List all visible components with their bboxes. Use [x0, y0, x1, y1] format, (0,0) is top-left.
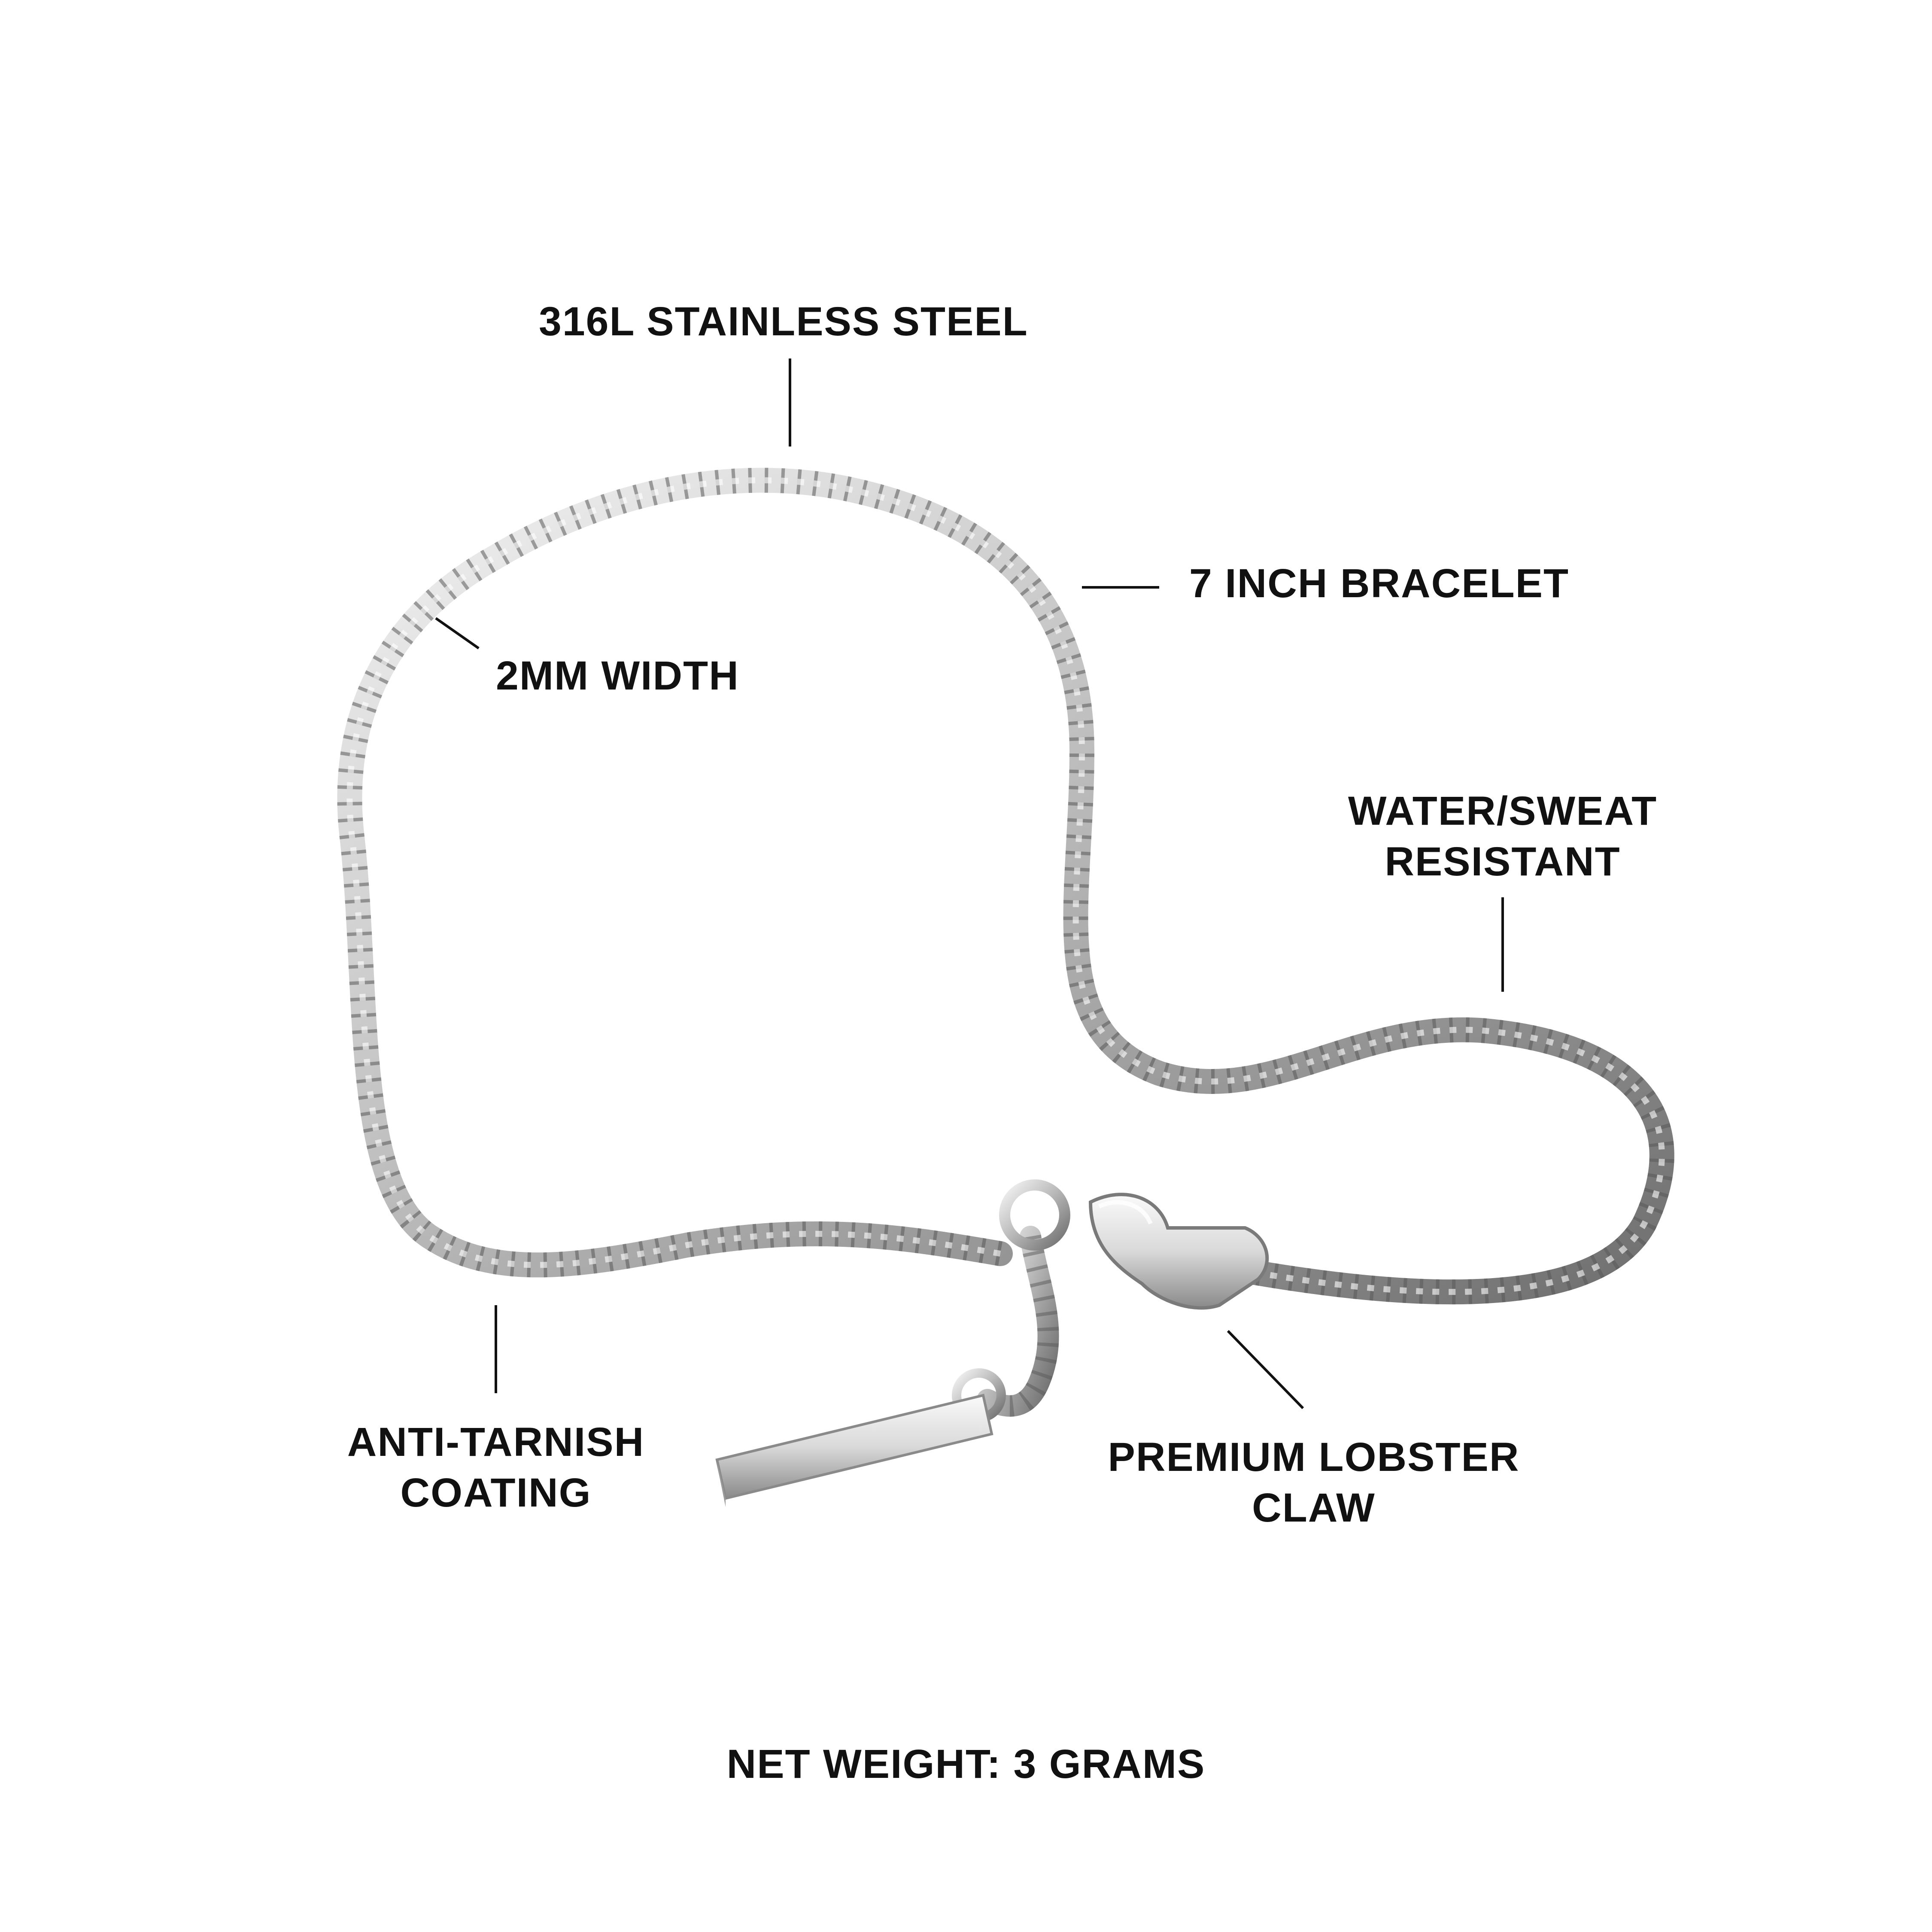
callout-width-text: 2MM WIDTH — [496, 653, 739, 699]
callout-width: 2MM WIDTH — [496, 650, 739, 701]
callout-coating-line2: COATING — [400, 1470, 592, 1516]
callout-water-line2: RESISTANT — [1385, 839, 1621, 884]
callout-material-text: 316L STAINLESS STEEL — [539, 299, 1028, 344]
callout-clasp-line1: PREMIUM LOBSTER — [1108, 1434, 1520, 1480]
leader-lines — [435, 358, 1504, 1410]
callout-anti-tarnish: ANTI-TARNISH COATING — [331, 1417, 661, 1518]
bar-tag — [715, 1394, 993, 1507]
callout-lobster-claw: PREMIUM LOBSTER CLAW — [1086, 1432, 1541, 1533]
callout-water-resistance: WATER/SWEAT RESISTANT — [1322, 786, 1683, 887]
net-weight-text: NET WEIGHT: 3 GRAMS — [726, 1741, 1206, 1787]
callout-length: 7 INCH BRACELET — [1189, 558, 1569, 609]
net-weight: NET WEIGHT: 3 GRAMS — [708, 1739, 1224, 1789]
leader-line-clasp — [1227, 1330, 1304, 1410]
lobster-claw-clasp — [1088, 1193, 1269, 1310]
callout-length-text: 7 INCH BRACELET — [1189, 561, 1570, 606]
callout-water-line1: WATER/SWEAT — [1348, 788, 1658, 834]
callout-coating-line1: ANTI-TARNISH — [347, 1419, 645, 1465]
callout-clasp-line2: CLAW — [1252, 1485, 1376, 1531]
extension-chain — [977, 1226, 1059, 1417]
leader-line-width — [435, 617, 480, 650]
chain — [337, 468, 1674, 1305]
callout-material: 316L STAINLESS STEEL — [539, 296, 1028, 347]
